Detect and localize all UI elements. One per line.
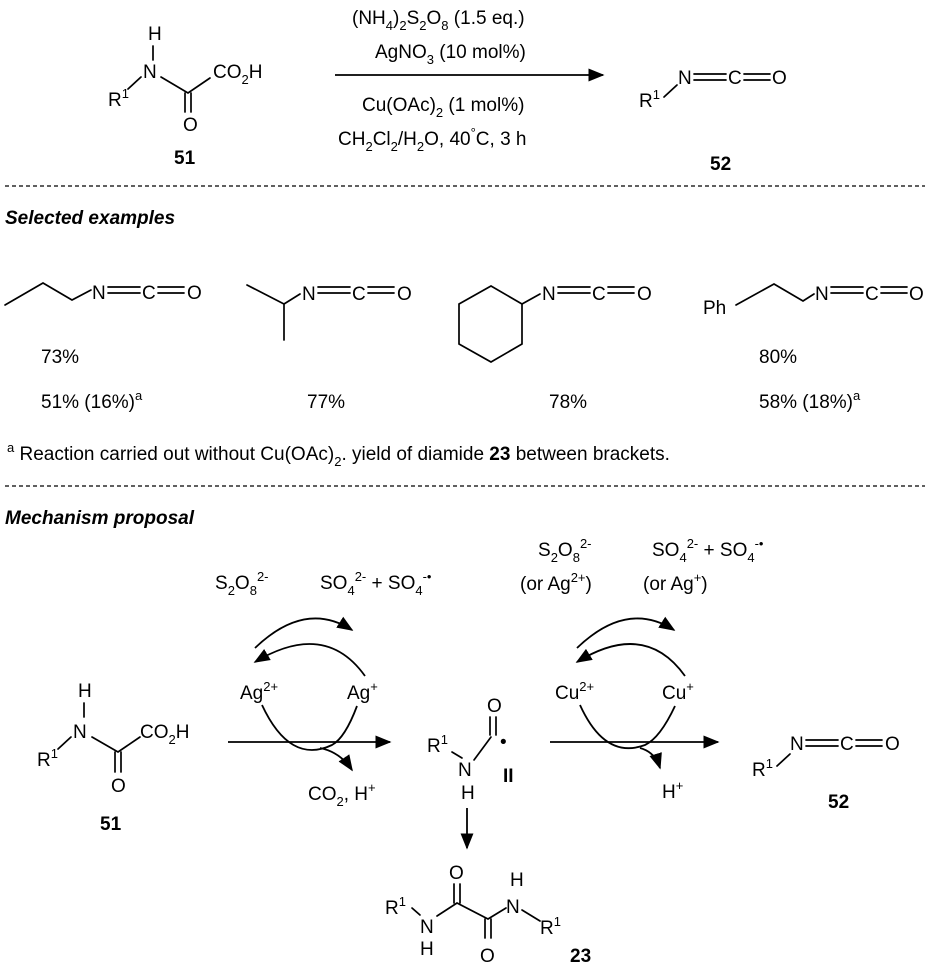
atom-r: R1	[427, 732, 448, 757]
co2h-group: CO2H	[213, 62, 262, 87]
section-title-mechanism: Mechanism proposal	[5, 508, 195, 529]
atom-r: R1	[37, 746, 58, 771]
compound-label-52: 52	[710, 154, 731, 175]
product-52-top: R1 N C O 52	[639, 68, 787, 175]
atom-n: N	[678, 68, 692, 89]
atom-n: N	[420, 917, 434, 938]
section-title-examples: Selected examples	[5, 208, 175, 229]
compound-label-52: 52	[828, 792, 849, 813]
atom-c: C	[592, 284, 606, 305]
atom-c: C	[728, 68, 742, 89]
atom-o: O	[480, 946, 495, 967]
atom-h: H	[420, 939, 434, 960]
atom-n: N	[92, 283, 106, 304]
co2h-group: CO2H	[140, 722, 189, 747]
atom-o: O	[111, 776, 126, 797]
or-silver-2plus: (or Ag2+)	[520, 570, 592, 595]
curved-arrow	[639, 747, 662, 770]
persulfate-right: S2O82-	[538, 536, 592, 565]
copper-2plus: Cu2+	[555, 679, 594, 704]
curved-arrow	[253, 643, 366, 677]
copper-1plus: Cu+	[662, 679, 694, 704]
yield-73: 73%	[41, 347, 79, 368]
substrate-51-top: H N R1 O CO2H 51	[108, 24, 262, 169]
atom-c: C	[142, 283, 156, 304]
atom-n: N	[790, 734, 804, 755]
co2-h-plus: CO2, H+	[308, 780, 376, 809]
compound-label-II: II	[503, 766, 514, 787]
atom-c: C	[352, 284, 366, 305]
sulfate-right: SO42- + SO4-•	[652, 536, 764, 565]
yield-51: 51% (16%)a	[41, 388, 143, 413]
curved-arrow	[576, 616, 676, 649]
atom-h: H	[510, 870, 524, 891]
footnote: a Reaction carried out without Cu(OAc)2.…	[7, 440, 670, 469]
yield-58: 58% (18%)a	[759, 388, 861, 413]
atom-o: O	[183, 115, 198, 136]
atom-o: O	[637, 284, 652, 305]
compound-label-23: 23	[570, 946, 591, 967]
yield-77: 77%	[307, 392, 345, 413]
silver-2plus: Ag2+	[240, 679, 278, 704]
example-propyl: N C O 73% 51% (16%)a	[4, 282, 202, 413]
curved-arrow	[579, 704, 676, 750]
diamide-23: R1 N H O O H N R1 23	[385, 863, 591, 967]
product-52-mechanism: R1 N C O 52	[752, 734, 900, 813]
intermediate-II: O • R1 N H II	[427, 696, 514, 804]
condition-copper: Cu(OAc)2 (1 mol%)	[362, 95, 524, 120]
atom-r: R1	[752, 756, 773, 781]
atom-r: R1	[540, 914, 561, 939]
condition-oxidant: (NH4)2S2O8 (1.5 eq.)	[352, 8, 525, 33]
atom-n: N	[302, 284, 316, 305]
radical-dot: •	[500, 732, 507, 753]
yield-78: 78%	[549, 392, 587, 413]
compound-label-51: 51	[100, 814, 122, 835]
atom-o: O	[487, 696, 502, 717]
example-cyclohexyl: N C O 78%	[458, 284, 652, 413]
example-isopropyl: N C O 77%	[246, 284, 412, 413]
or-silver-1plus: (or Ag+)	[643, 570, 708, 595]
atom-o: O	[449, 863, 464, 884]
example-phenethyl: Ph N C O 80% 58% (18%)a	[703, 283, 924, 413]
curved-arrow	[261, 704, 358, 751]
atom-n: N	[542, 284, 556, 305]
atom-ph: Ph	[703, 298, 726, 319]
h-plus: H+	[662, 778, 683, 803]
conditions: (NH4)2S2O8 (1.5 eq.) AgNO3 (10 mol%) Cu(…	[335, 8, 605, 154]
yield-80: 80%	[759, 347, 797, 368]
atom-n: N	[143, 62, 157, 83]
atom-o: O	[187, 283, 202, 304]
condition-silver: AgNO3 (10 mol%)	[375, 42, 526, 67]
curved-arrow	[319, 747, 353, 772]
atom-n: N	[73, 722, 87, 743]
curved-arrow	[575, 643, 686, 677]
atom-h: H	[78, 681, 92, 702]
curved-arrow	[254, 616, 354, 649]
atom-c: C	[840, 734, 854, 755]
atom-o: O	[885, 734, 900, 755]
condition-solvent: CH2Cl2/H2O, 40°C, 3 h	[338, 125, 527, 154]
sulfate-left: SO42- + SO4-•	[320, 569, 432, 598]
atom-c: C	[865, 284, 879, 305]
atom-r: R1	[385, 894, 406, 919]
atom-o: O	[772, 68, 787, 89]
atom-o: O	[909, 284, 924, 305]
atom-n: N	[506, 897, 520, 918]
atom-n: N	[458, 760, 472, 781]
atom-r: R1	[108, 86, 129, 111]
substrate-51-mechanism: H N R1 O CO2H 51	[37, 681, 189, 835]
silver-1plus: Ag+	[347, 679, 378, 704]
compound-label-51: 51	[174, 148, 196, 169]
atom-h: H	[461, 783, 475, 804]
atom-o: O	[397, 284, 412, 305]
persulfate-left: S2O82-	[215, 569, 269, 598]
atom-r: R1	[639, 87, 660, 112]
atom-n: N	[815, 284, 829, 305]
atom-h: H	[148, 24, 162, 45]
